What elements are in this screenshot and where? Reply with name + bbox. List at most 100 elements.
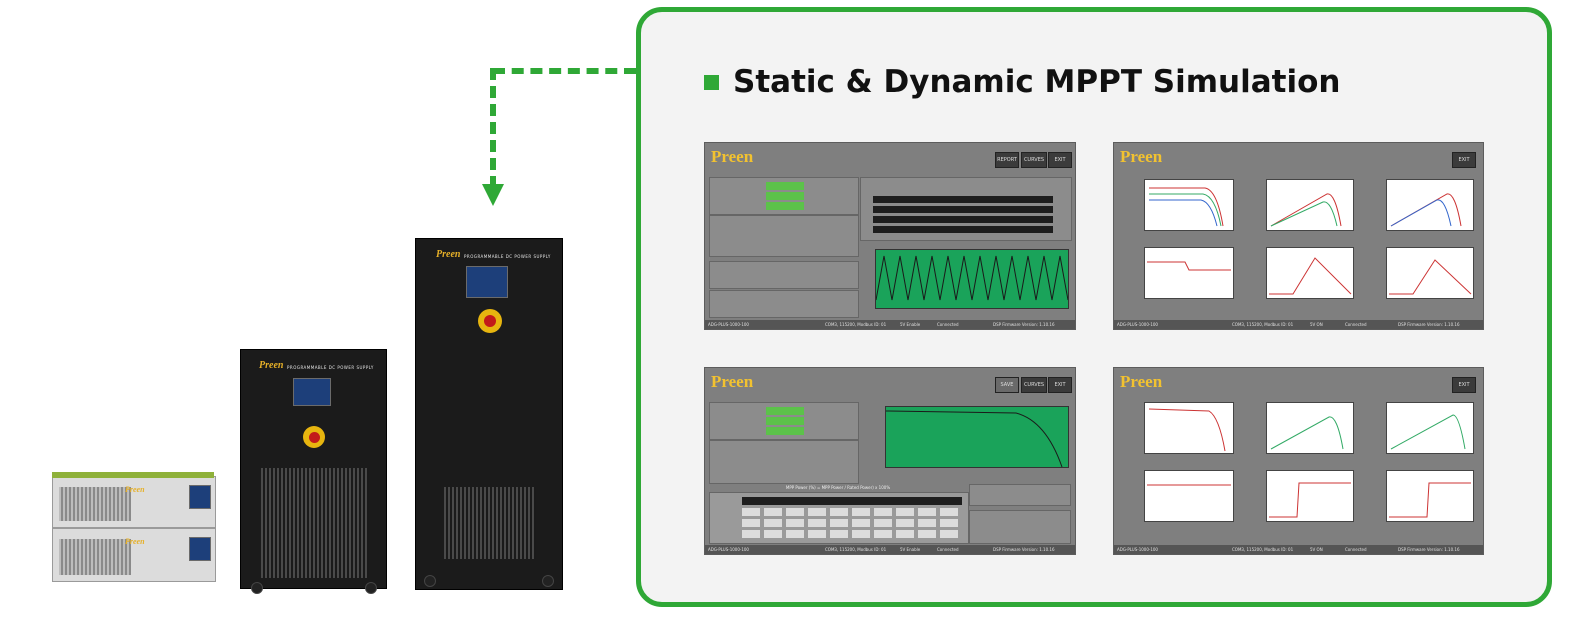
logo-text: Preen bbox=[711, 372, 754, 391]
title-square-icon bbox=[704, 74, 719, 90]
table-caption: MPP Power (%) = MPP Power / Rated Power)… bbox=[785, 485, 891, 490]
curves-button[interactable]: CURVES bbox=[1021, 152, 1047, 168]
rack-power-supply-upper: Preen bbox=[52, 472, 216, 528]
status-firmware: DSP Firmware Version: 1.10.16 bbox=[993, 547, 1055, 552]
power-time-plot bbox=[1266, 470, 1354, 522]
status-port: COM3, 115200, Modbus ID: 01 bbox=[825, 547, 887, 552]
status-5v: 5V ON bbox=[1310, 322, 1323, 327]
mode-indicator bbox=[766, 202, 804, 210]
table-row[interactable] bbox=[742, 530, 962, 538]
table-row[interactable] bbox=[742, 508, 962, 516]
voltage-time-plot bbox=[875, 249, 1069, 309]
software-screen-static: Preen SAVE CURVES EXIT MPP Power (%) = M… bbox=[704, 367, 1076, 555]
exit-button[interactable]: EXIT bbox=[1048, 377, 1072, 393]
cabinet-power-supply-tall: Preen PROGRAMMABLE DC POWER SUPPLY bbox=[415, 238, 563, 590]
status-5v: 5V Enable bbox=[900, 547, 921, 552]
panel-header: Static & Dynamic MPPT Simulation bbox=[704, 62, 1340, 102]
status-bar: ADG-PLUS-1000-100 COM3, 115200, Modbus I… bbox=[1114, 320, 1483, 329]
energy-group bbox=[709, 261, 859, 289]
caster-wheel bbox=[365, 582, 377, 594]
report-button[interactable]: REPORT bbox=[995, 152, 1019, 168]
pi-curve-plot bbox=[1386, 179, 1474, 231]
emergency-stop-button bbox=[478, 309, 502, 333]
pv-curve-plot bbox=[1266, 179, 1354, 231]
status-connection: Connected bbox=[937, 547, 959, 552]
table-row[interactable] bbox=[742, 519, 962, 527]
status-5v: 5V ON bbox=[1310, 547, 1323, 552]
status-port: COM3, 115200, Modbus ID: 01 bbox=[825, 322, 887, 327]
vent-grille bbox=[444, 487, 536, 559]
status-bar: ADG-PLUS-1000-100 COM3, 115200, Modbus I… bbox=[705, 320, 1075, 329]
voltage-time-plot bbox=[1144, 247, 1234, 299]
cycle-group bbox=[709, 290, 859, 318]
segment-table bbox=[709, 492, 969, 544]
device-label: PROGRAMMABLE DC POWER SUPPLY bbox=[287, 365, 374, 370]
ready-indicator bbox=[766, 192, 804, 200]
software-logo: Preen bbox=[1120, 372, 1162, 392]
status-bar: ADG-PLUS-1000-100 COM3, 115200, Modbus I… bbox=[1114, 545, 1483, 554]
software-screen-curves: Preen EXIT ADG-PLUS-1000-100 COM3, 11520… bbox=[1113, 142, 1484, 330]
sequence-table bbox=[860, 177, 1072, 241]
status-connection: Connected bbox=[1345, 322, 1367, 327]
output-status-indicator bbox=[766, 407, 804, 415]
cabinet-power-supply-mid: Preen PROGRAMMABLE DC POWER SUPPLY bbox=[240, 349, 387, 594]
settings-group bbox=[709, 440, 859, 484]
status-firmware: DSP Firmware Version: 1.10.16 bbox=[993, 322, 1055, 327]
connector-line-vertical bbox=[490, 68, 496, 188]
brand-logo: Preen bbox=[125, 537, 145, 546]
status-model: ADG-PLUS-1000-100 bbox=[1117, 547, 1158, 552]
software-logo: Preen bbox=[1120, 147, 1162, 167]
software-screen-dynamic: Preen REPORT CURVES EXIT ADG-PLUS-1000-1… bbox=[704, 142, 1076, 330]
output-readout-group bbox=[709, 177, 859, 215]
status-firmware: DSP Firmware Version: 1.10.16 bbox=[1398, 322, 1460, 327]
caster-wheel bbox=[424, 575, 436, 587]
device-label: PROGRAMMABLE DC POWER SUPPLY bbox=[464, 254, 551, 259]
timer-group bbox=[969, 510, 1071, 544]
mode-indicator bbox=[766, 427, 804, 435]
table-row[interactable] bbox=[873, 216, 1053, 223]
vent-grille bbox=[261, 468, 369, 578]
connector-line-horizontal bbox=[493, 68, 636, 74]
status-connection: Connected bbox=[937, 322, 959, 327]
table-row[interactable] bbox=[873, 196, 1053, 203]
iv-curve-plot bbox=[1144, 402, 1234, 454]
ready-indicator bbox=[766, 417, 804, 425]
energy-group bbox=[969, 484, 1071, 506]
logo-text: Preen bbox=[1120, 147, 1163, 166]
display-screen bbox=[293, 378, 331, 406]
current-time-plot bbox=[1386, 470, 1474, 522]
brand-logo: Preen bbox=[125, 485, 145, 494]
status-5v: 5V Enable bbox=[900, 322, 921, 327]
settings-group bbox=[709, 215, 859, 257]
brand-logo: Preen bbox=[259, 360, 284, 371]
table-row[interactable] bbox=[742, 497, 962, 505]
status-connection: Connected bbox=[1345, 547, 1367, 552]
status-port: COM3, 115200, Modbus ID: 01 bbox=[1232, 322, 1294, 327]
pi-curve-plot bbox=[1386, 402, 1474, 454]
save-button[interactable]: SAVE bbox=[995, 377, 1019, 393]
software-screen-static-curves: Preen EXIT ADG-PLUS-1000-100 COM3, 11520… bbox=[1113, 367, 1484, 555]
status-bar: ADG-PLUS-1000-100 COM3, 115200, Modbus I… bbox=[705, 545, 1075, 554]
curves-button[interactable]: CURVES bbox=[1021, 377, 1047, 393]
exit-button[interactable]: EXIT bbox=[1048, 152, 1072, 168]
status-port: COM3, 115200, Modbus ID: 01 bbox=[1232, 547, 1294, 552]
exit-button[interactable]: EXIT bbox=[1452, 152, 1476, 168]
table-row[interactable] bbox=[873, 226, 1053, 233]
pv-curve-plot bbox=[1266, 402, 1354, 454]
iv-curve-plot bbox=[1144, 179, 1234, 231]
logo-text: Preen bbox=[1120, 372, 1163, 391]
exit-button[interactable]: EXIT bbox=[1452, 377, 1476, 393]
status-model: ADG-PLUS-1000-100 bbox=[1117, 322, 1158, 327]
rack-top-cover bbox=[52, 472, 214, 478]
display-screen bbox=[189, 537, 211, 561]
waveform-chart bbox=[875, 255, 1069, 301]
software-logo: Preen bbox=[711, 147, 753, 167]
caster-wheel bbox=[251, 582, 263, 594]
software-logo: Preen bbox=[711, 372, 753, 392]
power-time-plot bbox=[1266, 247, 1354, 299]
caster-wheel bbox=[542, 575, 554, 587]
iv-curve-plot bbox=[885, 406, 1069, 468]
table-row[interactable] bbox=[873, 206, 1053, 213]
voltage-time-plot bbox=[1144, 470, 1234, 522]
status-firmware: DSP Firmware Version: 1.10.16 bbox=[1398, 547, 1460, 552]
